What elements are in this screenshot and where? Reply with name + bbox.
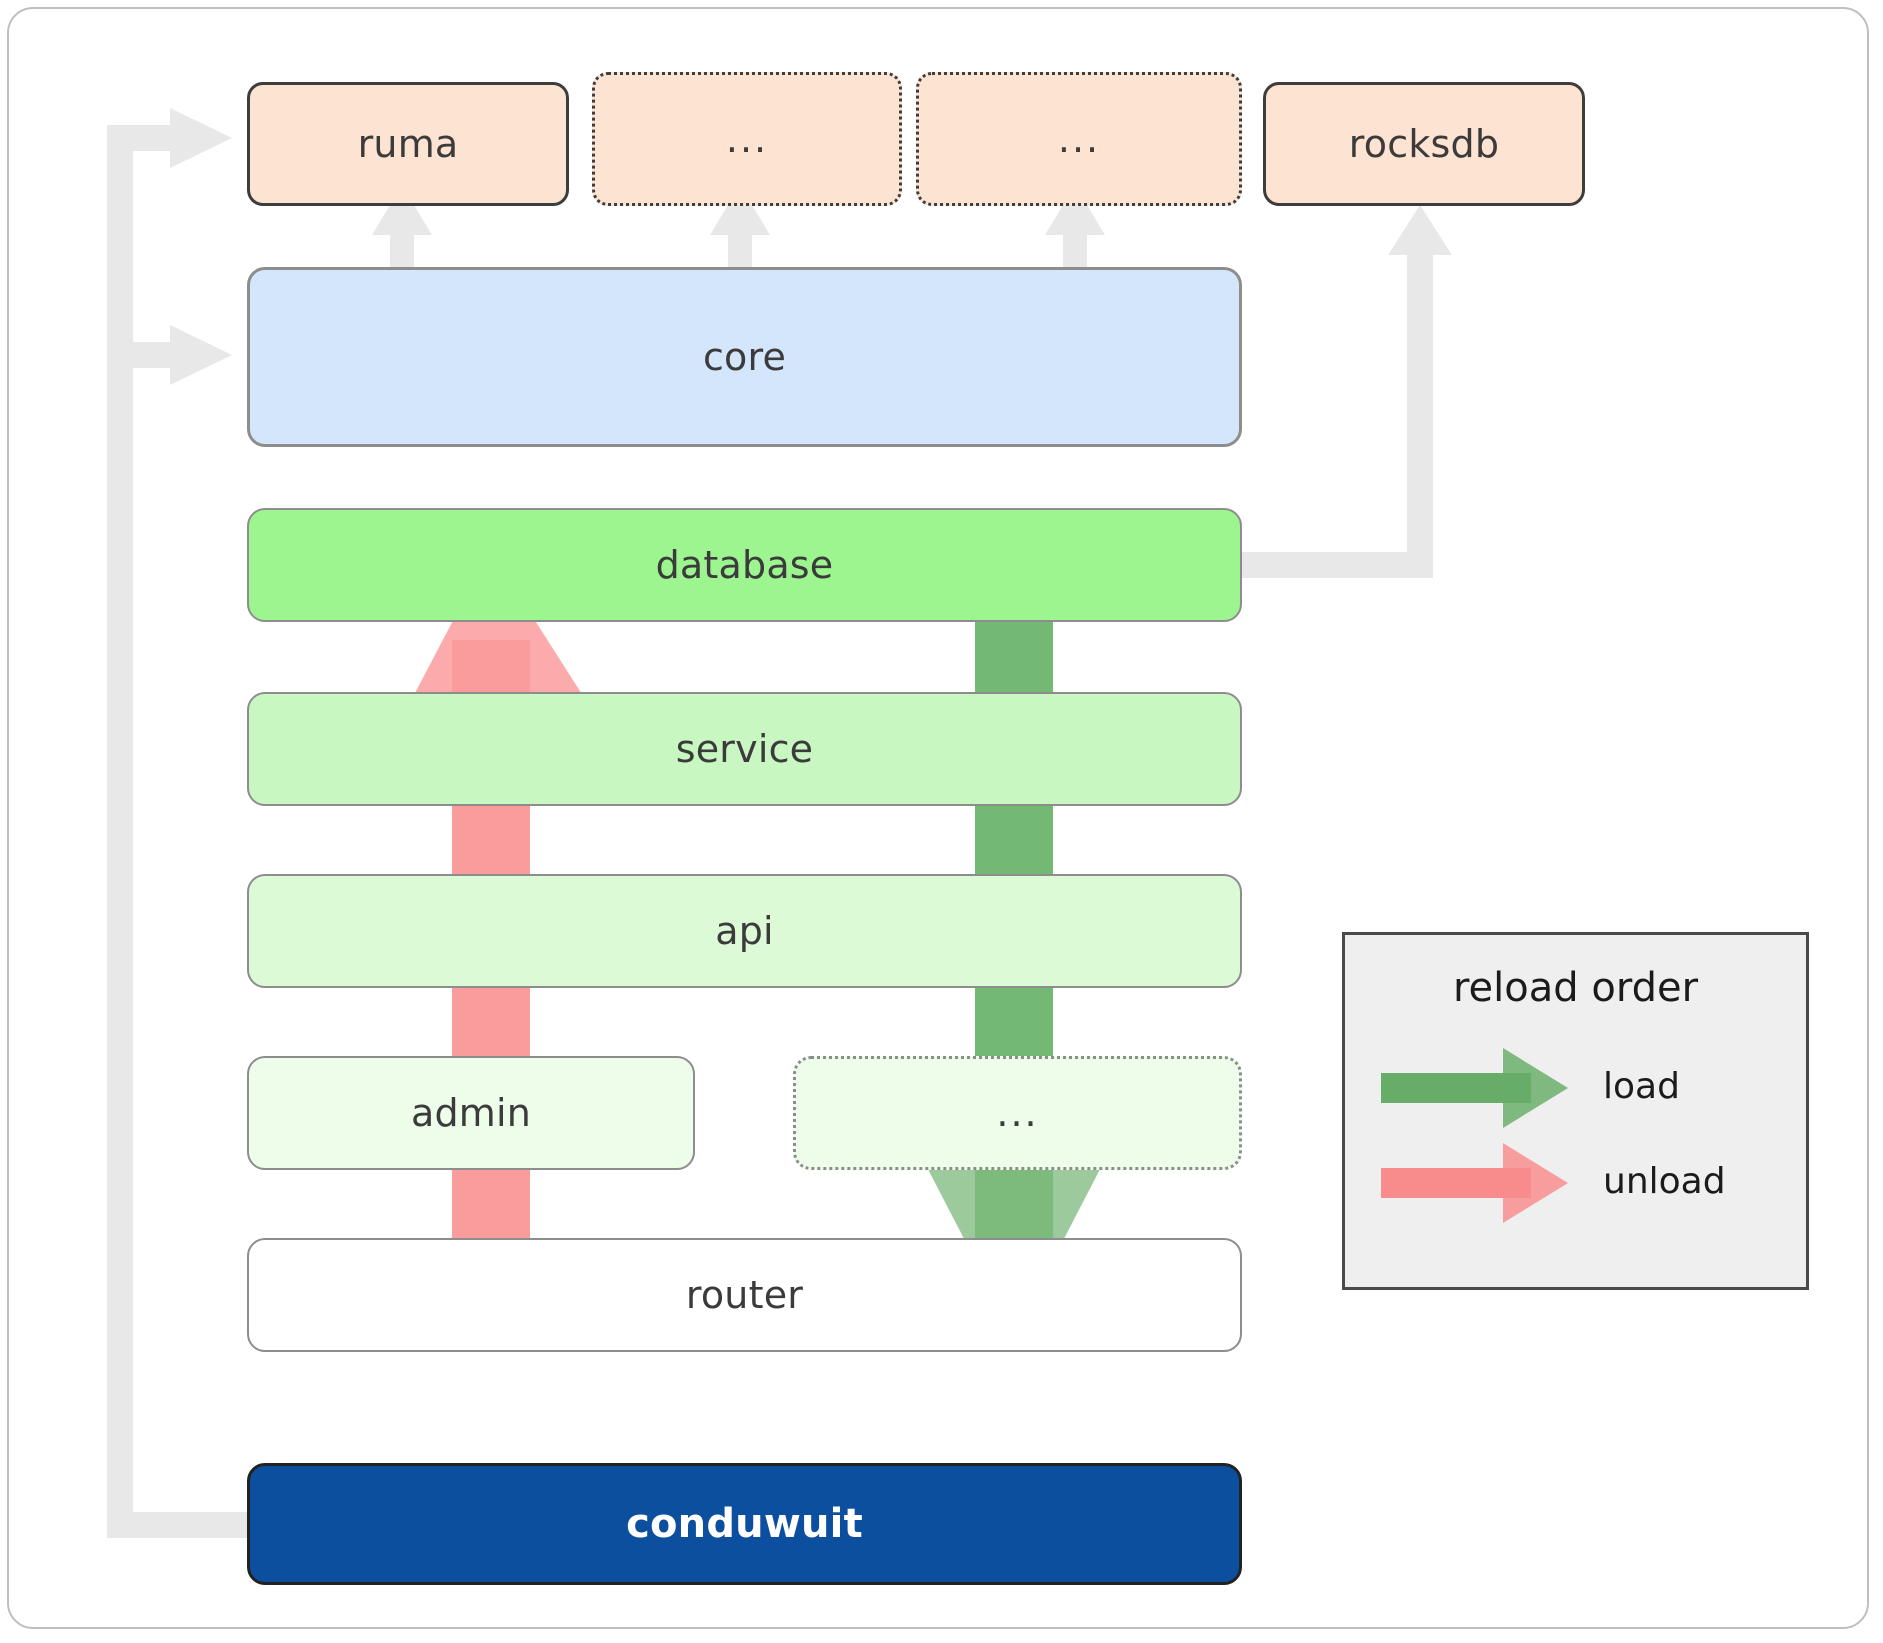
outer-frame	[7, 7, 1869, 1629]
application-label: conduwuit	[626, 1501, 863, 1547]
dependency-node-ellipsis-1[interactable]: ...	[592, 72, 902, 206]
dependency-label: rocksdb	[1348, 122, 1500, 166]
legend-label-load: load	[1603, 1066, 1680, 1107]
layer-node-database[interactable]: database	[247, 508, 1242, 622]
legend-label-unload: unload	[1603, 1161, 1726, 1202]
layer-node-ellipsis[interactable]: ...	[793, 1056, 1242, 1170]
application-node-conduwuit[interactable]: conduwuit	[247, 1463, 1242, 1585]
dependency-label: ...	[1057, 117, 1101, 161]
layer-label: admin	[410, 1091, 532, 1135]
legend-title: reload order	[1452, 965, 1699, 1011]
legend-arrows	[1381, 1048, 1568, 1223]
layer-label: database	[655, 543, 834, 587]
dependency-node-rocksdb[interactable]: rocksdb	[1263, 82, 1585, 206]
legend-load-arrow	[1381, 1048, 1568, 1128]
layer-node-api[interactable]: api	[247, 874, 1242, 988]
layer-node-service[interactable]: service	[247, 692, 1242, 806]
dependency-label: ruma	[357, 122, 459, 166]
layer-node-admin[interactable]: admin	[247, 1056, 695, 1170]
legend-panel: reload order load unload	[1342, 932, 1809, 1290]
dependency-label: ...	[725, 117, 769, 161]
dependency-node-ruma[interactable]: ruma	[247, 82, 569, 206]
layer-label: router	[685, 1273, 804, 1317]
layer-label: api	[715, 909, 774, 953]
layer-node-router[interactable]: router	[247, 1238, 1242, 1352]
core-node[interactable]: core	[247, 267, 1242, 447]
core-label: core	[702, 335, 787, 379]
layer-label: ...	[996, 1091, 1039, 1135]
dependency-node-ellipsis-2[interactable]: ...	[916, 72, 1242, 206]
legend-unload-arrow	[1381, 1143, 1568, 1223]
layer-label: service	[675, 727, 814, 771]
